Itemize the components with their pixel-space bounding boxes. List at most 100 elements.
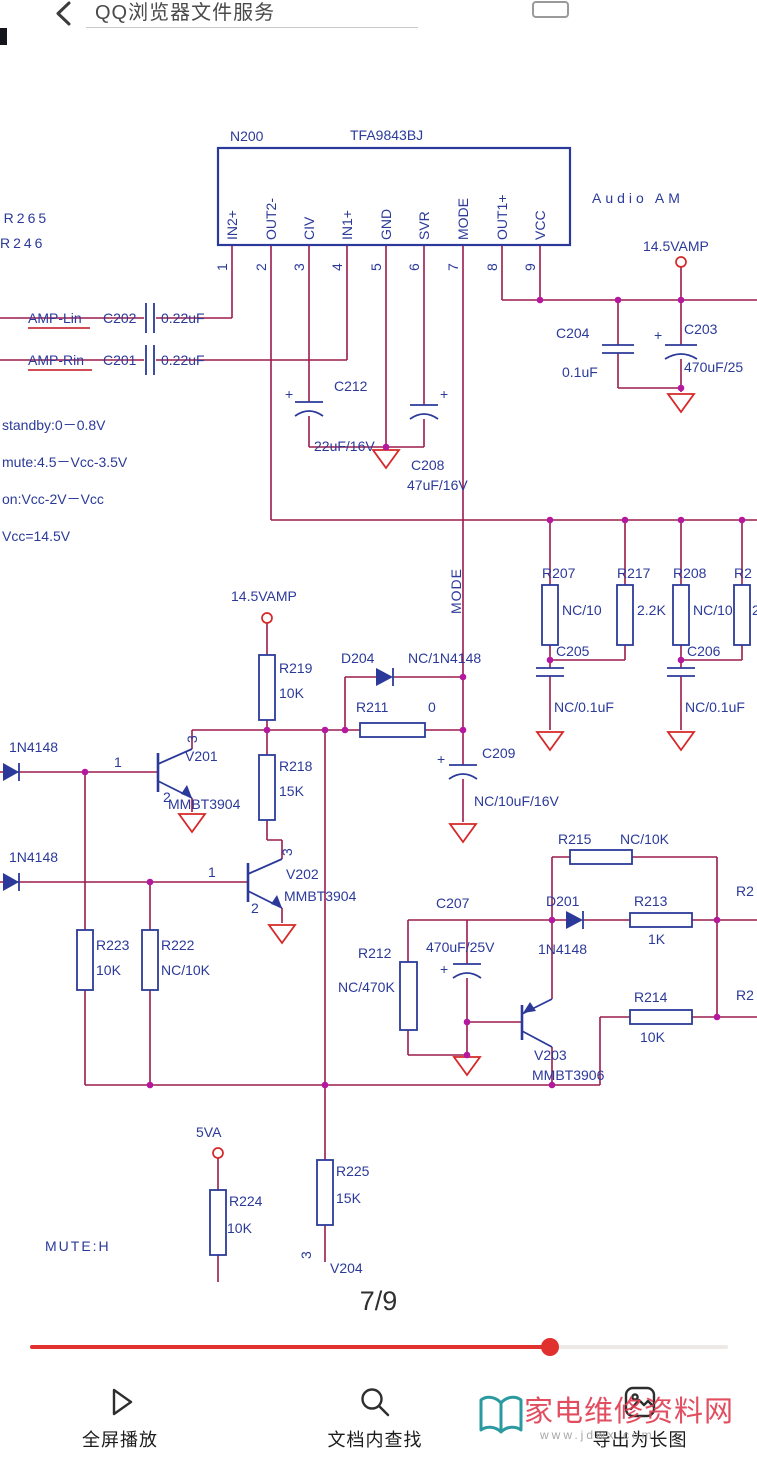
resistor-r222: [141, 929, 159, 991]
label-plus-c207: +: [440, 961, 448, 977]
label-r2-top: R2: [734, 565, 752, 581]
resistor-r217: [616, 584, 634, 646]
label-pinnum-6: 6: [406, 263, 422, 271]
label-v203: V203: [534, 1047, 567, 1063]
label-r211-val: 0: [428, 699, 436, 715]
page-title: QQ浏览器文件服务: [95, 2, 276, 24]
label-pinnum-5: 5: [368, 263, 384, 271]
label-audio-amp: Audio AM: [592, 190, 684, 206]
label-mode-net: MODE: [448, 568, 464, 614]
resistor-r218: [258, 754, 276, 821]
label-plus-c203: +: [654, 327, 662, 343]
back-button[interactable]: [52, 0, 78, 27]
play-icon: [112, 1388, 133, 1416]
page-indicator: 7/9: [359, 1286, 398, 1316]
label-r212: R212: [358, 945, 392, 961]
label-r223-val: 10K: [96, 962, 122, 978]
label-r212-val: NC/470K: [338, 979, 395, 995]
label-r219: R219: [279, 660, 313, 676]
label-pin-in2: IN2+: [224, 210, 240, 240]
diode-left-2: [3, 873, 19, 891]
label-c205: C205: [556, 643, 590, 659]
label-c208: C208: [411, 457, 445, 473]
label-pin-out2: OUT2-: [263, 198, 279, 240]
find-in-document-button[interactable]: 文档内查找: [295, 1384, 455, 1452]
find-in-document-label: 文档内查找: [327, 1430, 423, 1450]
label-c204: C204: [556, 325, 590, 341]
label-r218-val: 15K: [279, 783, 305, 799]
cap-c203: [664, 344, 698, 360]
label-d201: D201: [546, 893, 580, 909]
label-pin-in1: IN1+: [339, 210, 355, 240]
label-d201-val: 1N4148: [538, 941, 587, 957]
label-pinnum-2: 2: [253, 263, 269, 271]
label-r222: R222: [161, 937, 195, 953]
image-export-icon: [624, 1386, 656, 1418]
label-r217: R217: [617, 565, 651, 581]
bottom-toolbar: 全屏播放 文档内查找 导出为长图: [0, 1382, 757, 1472]
label-d204: D204: [341, 650, 375, 666]
label-c201: C201: [103, 352, 137, 368]
label-vcc-eq: Vcc=14.5V: [2, 528, 71, 544]
label-v201-p3: 3: [184, 735, 200, 743]
resistor-r223: [76, 929, 94, 991]
label-amp-lin: AMP-Lin: [28, 310, 82, 326]
label-5va: 5VA: [196, 1124, 222, 1140]
resistor-r2cut: [733, 584, 751, 646]
diode-d204: [376, 668, 393, 686]
ic-body: [216, 146, 572, 247]
label-corner2: R246: [0, 235, 45, 251]
progress-slider[interactable]: [30, 1338, 728, 1356]
label-v203-part: MMBT3906: [532, 1067, 605, 1083]
label-r225: R225: [336, 1163, 370, 1179]
label-r2-top-val: 2: [752, 602, 757, 618]
header-right-box[interactable]: [532, 1, 569, 18]
label-diode1: 1N4148: [9, 739, 58, 755]
diode-symbols: [3, 668, 584, 929]
label-r211: R211: [356, 699, 389, 715]
cap-c205: [536, 667, 564, 677]
slider-handle[interactable]: [541, 1338, 559, 1356]
label-r218: R218: [279, 758, 313, 774]
slider-track[interactable]: [30, 1345, 728, 1349]
transistor-symbols: [156, 748, 553, 1048]
label-standby: standby:0－0.8V: [2, 417, 106, 433]
schematic-canvas: N200 TFA9843BJ IN2+ OUT2- CIV IN1+ GND S…: [0, 127, 757, 1282]
label-d204-val: NC/1N4148: [408, 650, 481, 666]
label-plus-c209: +: [437, 751, 445, 767]
label-c206-val: NC/0.1uF: [685, 699, 745, 715]
resistor-r212: [399, 961, 418, 1031]
label-pinnum-9: 9: [522, 263, 538, 271]
fullscreen-play-button[interactable]: 全屏播放: [40, 1384, 200, 1452]
export-long-image-button[interactable]: 导出为长图: [560, 1384, 720, 1452]
label-v202-part: MMBT3904: [284, 888, 357, 904]
label-r214: R214: [634, 989, 668, 1005]
export-long-image-label: 导出为长图: [592, 1430, 688, 1450]
resistor-r215: [569, 849, 633, 865]
label-c206: C206: [687, 643, 721, 659]
fullscreen-play-label: 全屏播放: [82, 1430, 158, 1450]
label-v201-part: MMBT3904: [168, 796, 241, 812]
label-c203: C203: [684, 321, 718, 337]
cap-c206: [667, 667, 695, 677]
resistor-symbols: [76, 584, 751, 1256]
label-pin-out1: OUT1+: [494, 194, 510, 240]
label-r2-mid: R2: [736, 883, 754, 899]
label-c203-val: 470uF/25: [684, 359, 743, 375]
label-r225-val: 15K: [336, 1190, 362, 1206]
label-c207: C207: [436, 895, 470, 911]
label-corner1: 5,R265: [0, 210, 49, 226]
resistor-r208: [672, 584, 690, 646]
power-port-14v5-top: [675, 256, 687, 268]
label-c209-val: NC/10uF/16V: [474, 793, 559, 809]
label-v202: V202: [286, 866, 319, 882]
label-c202: C202: [103, 310, 137, 326]
power-ports: [212, 256, 687, 1159]
progress-fill: [30, 1345, 550, 1349]
label-amp-rin: AMP-Rin: [28, 352, 84, 368]
label-c209: C209: [482, 745, 516, 761]
label-v202-p2: 2: [251, 900, 259, 916]
label-mute: mute:4.5－Vcc-3.5V: [2, 454, 128, 470]
label-r224-val: 10K: [227, 1220, 253, 1236]
